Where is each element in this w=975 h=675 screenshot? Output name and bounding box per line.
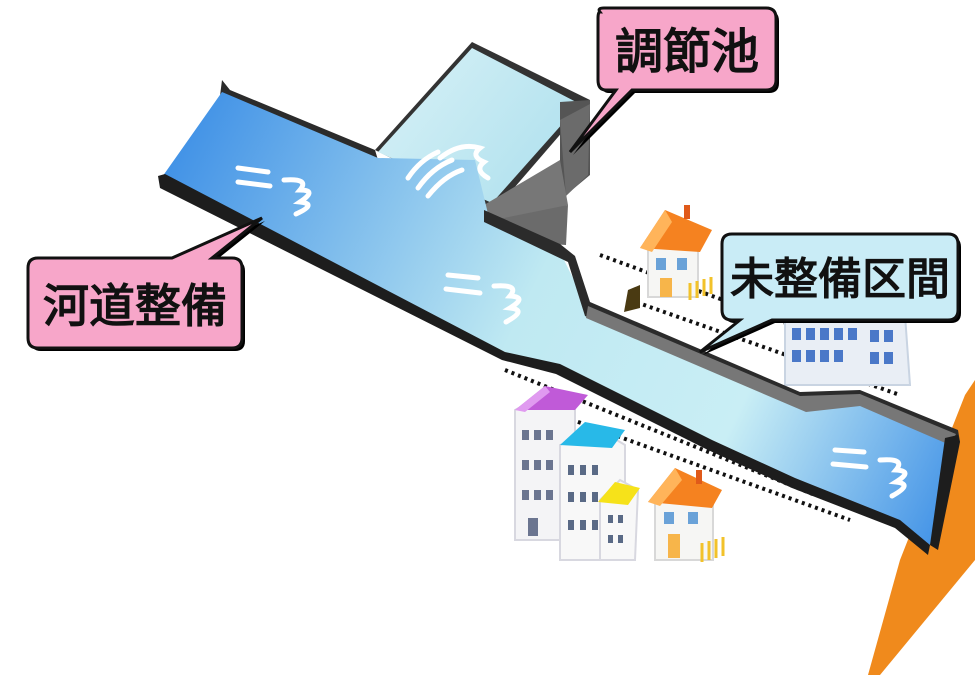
- bank-post: [624, 285, 640, 312]
- channel-end-face: [930, 435, 960, 550]
- building-front-group: [514, 386, 640, 561]
- callout-unimproved-label: 未整備区間: [730, 254, 950, 305]
- far-bank-wall: [220, 80, 378, 160]
- near-bank-wall: [158, 174, 930, 555]
- house-icon: [648, 468, 725, 562]
- river-water: [160, 92, 958, 545]
- right-bank-wall: [484, 210, 960, 445]
- flow-wave-icon: [235, 143, 908, 499]
- callout-pond: 調節池: [568, 6, 779, 155]
- callout-unimproved: 未整備区間: [699, 232, 961, 355]
- house-back: [640, 205, 713, 300]
- callout-pond-label: 調節池: [615, 24, 759, 80]
- callout-river-improvement: 河道整備: [26, 216, 265, 351]
- callout-river-improvement-label: 河道整備: [43, 279, 227, 333]
- building-back-right: [784, 314, 912, 386]
